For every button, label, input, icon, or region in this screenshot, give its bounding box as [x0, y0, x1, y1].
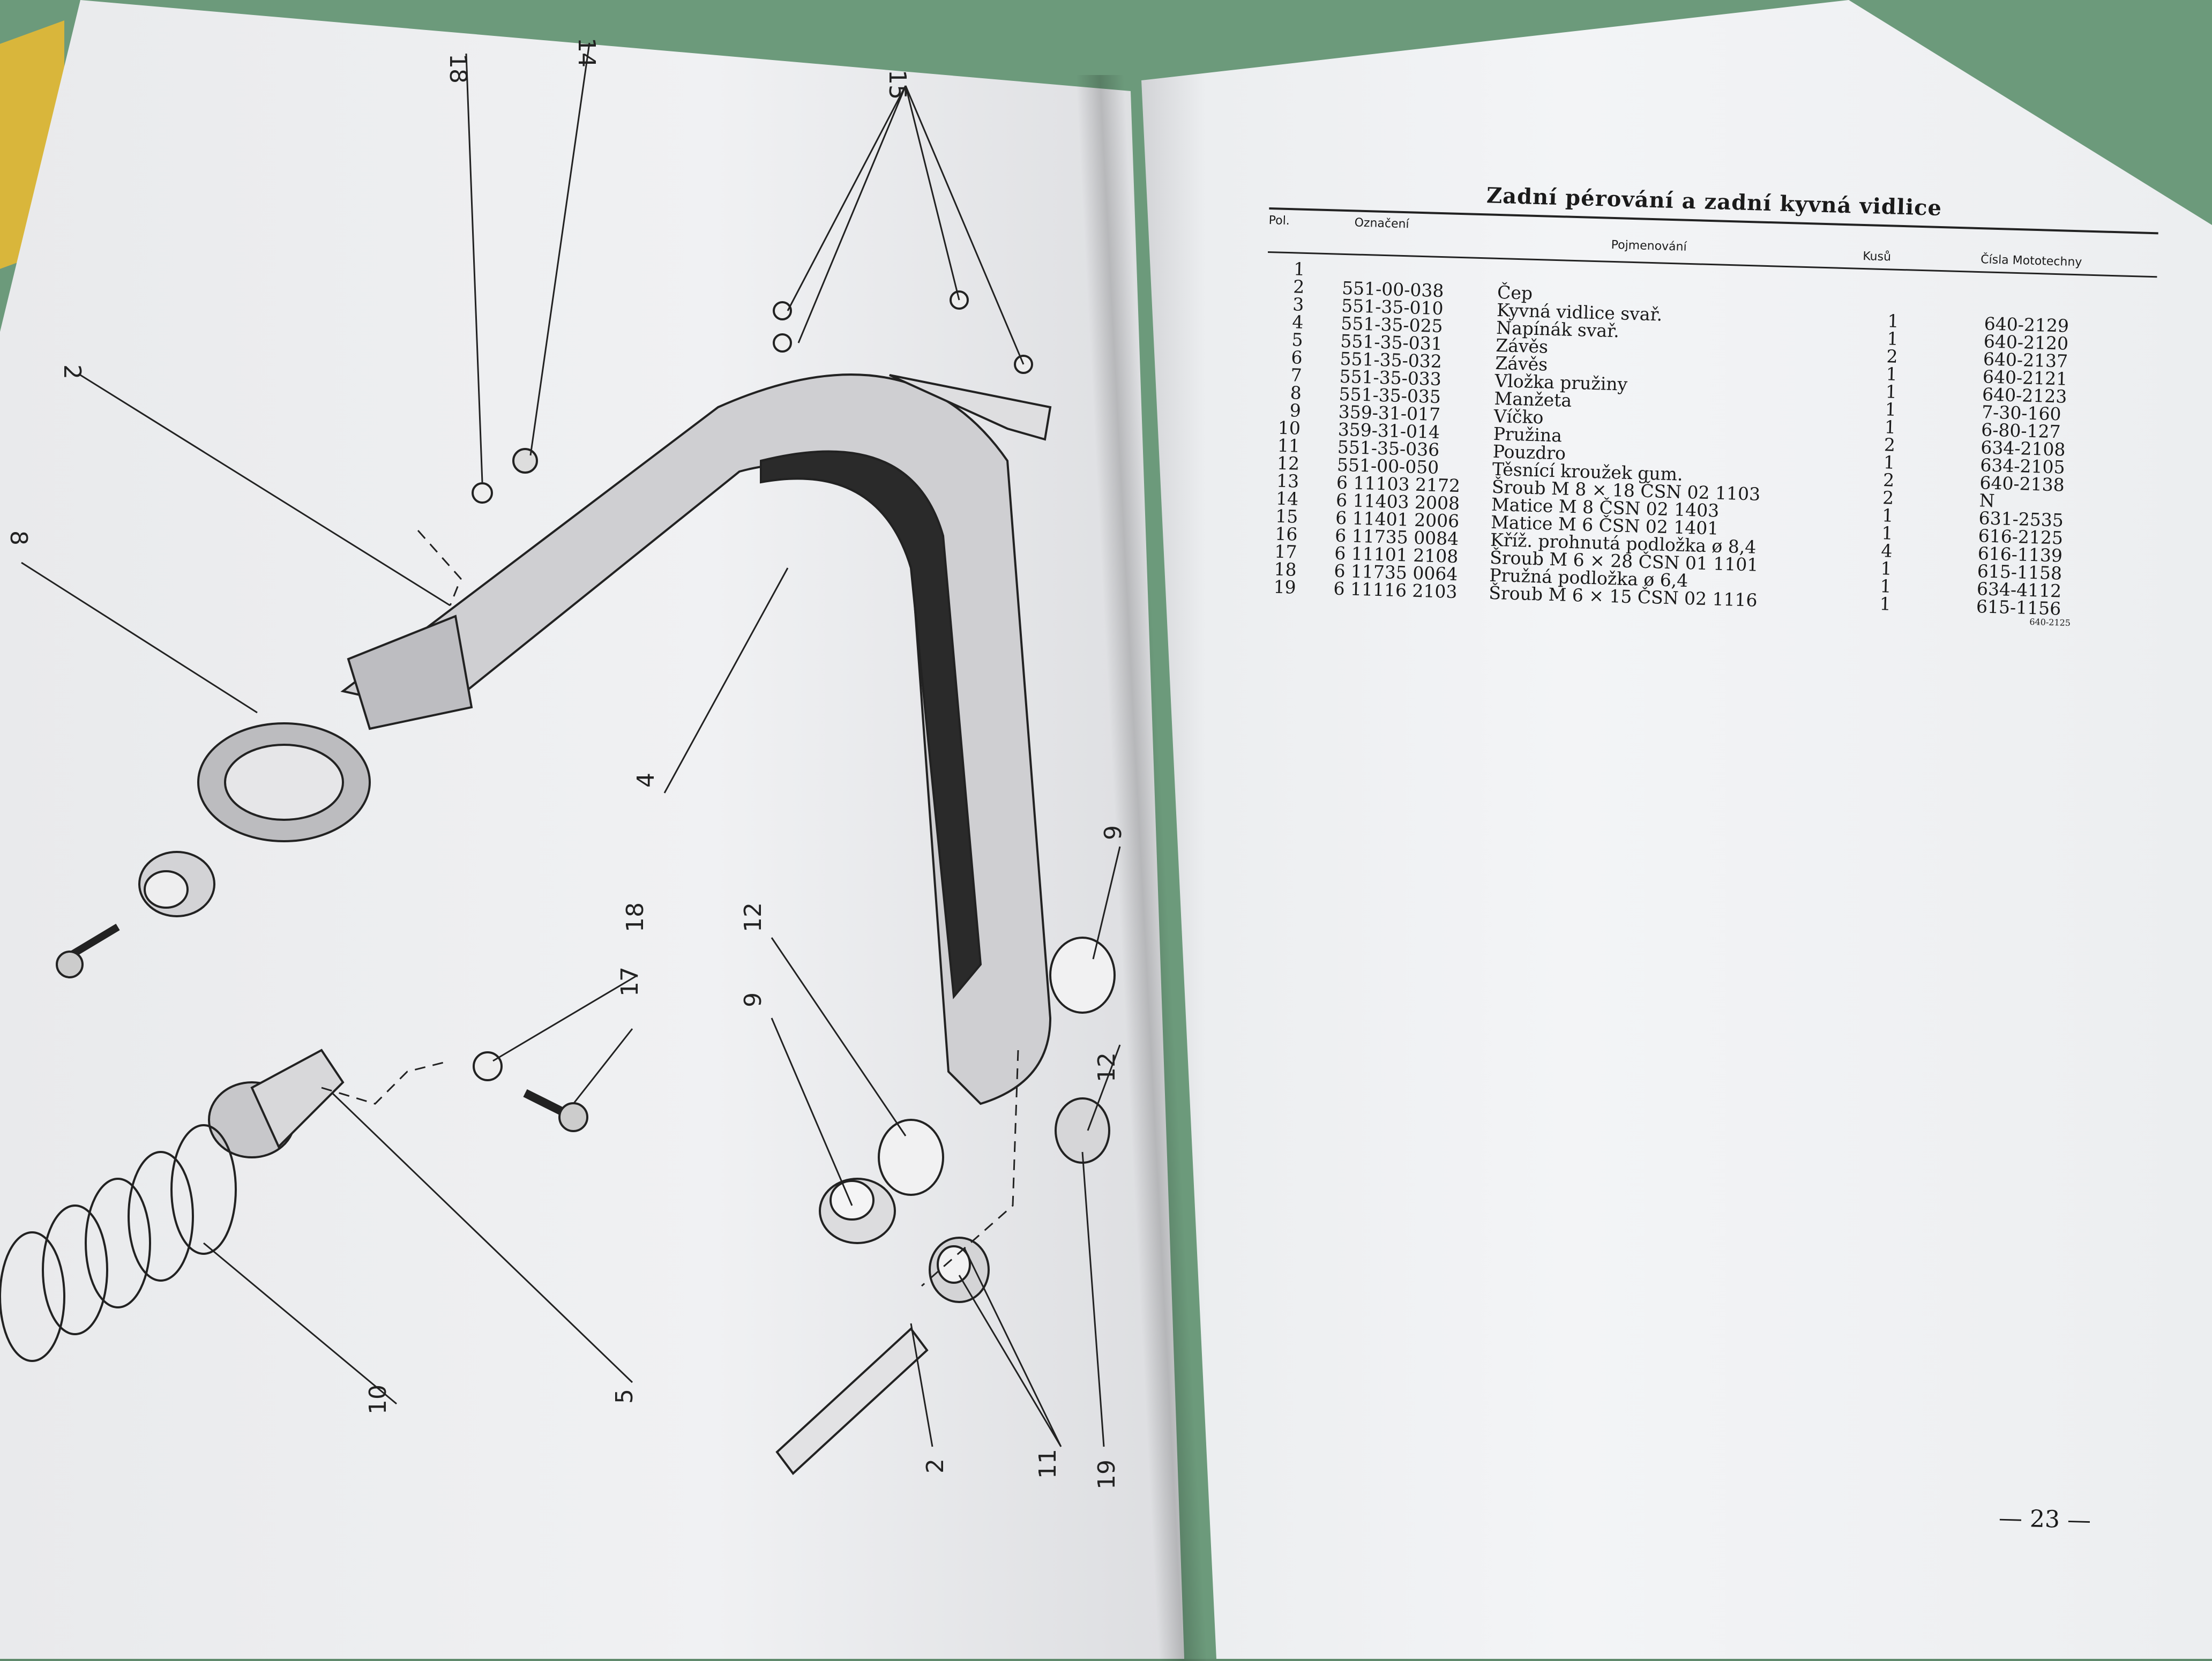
cell-pos: 9	[1289, 400, 1302, 421]
cell-qty: 1	[1886, 328, 1899, 349]
cell-qty: 1	[1881, 505, 1894, 526]
callout-17: 17	[616, 967, 644, 997]
callout-19: 19	[1093, 1460, 1120, 1490]
cell-qty: 2	[1882, 487, 1894, 508]
cell-pos: 12	[1276, 452, 1300, 474]
callout-11: 11	[1034, 1449, 1062, 1479]
cell-qty: 2	[1884, 434, 1896, 455]
coil-spring	[0, 1124, 237, 1362]
page-number: — 23 —	[1998, 1504, 2091, 1535]
cell-qty: 1	[1880, 558, 1893, 579]
callout-14: 14	[573, 38, 600, 68]
cell-qty: 4	[1880, 540, 1893, 562]
exploded-parts-diagram: 18 14 15 2 8 4 12 9 18 17 6 12 10 5 2 11…	[0, 38, 1125, 1490]
callout-15: 15	[884, 70, 911, 100]
header-code: Označení	[1354, 216, 1409, 231]
cell-qty: 1	[1881, 522, 1893, 544]
cell-qty: 2	[1886, 346, 1899, 367]
trailing-number: 640-2125	[2029, 616, 2071, 629]
cell-number: N	[1979, 490, 1996, 511]
cell-qty	[1884, 276, 1905, 277]
cell-qty: 1	[1886, 363, 1898, 385]
callout-18-mid: 18	[622, 902, 649, 932]
cell-pos: 2	[1292, 276, 1305, 297]
cell-pos: 13	[1276, 470, 1299, 492]
cell-qty: 1	[1883, 452, 1895, 473]
cell-qty: 1	[1880, 575, 1892, 597]
callout-2-bottom: 2	[922, 1458, 949, 1473]
callout-18-top: 18	[444, 54, 472, 84]
cell-pos: 10	[1277, 417, 1301, 439]
callout-4: 4	[632, 773, 660, 788]
cell-pos: 19	[1273, 576, 1297, 598]
cell-pos: 6	[1291, 347, 1303, 368]
cell-pos: 14	[1275, 488, 1299, 510]
callout-12-left: 12	[739, 902, 767, 932]
callout-5: 5	[611, 1389, 638, 1404]
callout-9: 9	[739, 992, 767, 1007]
cell-pos: 16	[1274, 523, 1298, 545]
header-qty: Kusů	[1862, 249, 1892, 264]
callout-2-top: 2	[58, 364, 86, 379]
right-page	[1141, 0, 2212, 1659]
cell-number: 615-1156	[1976, 596, 2061, 619]
cell-pos: 4	[1291, 311, 1304, 333]
cell-pos: 7	[1290, 364, 1303, 386]
callout-8: 8	[5, 530, 32, 545]
header-name: Pojmenování	[1611, 238, 1687, 254]
cell-qty: 1	[1885, 399, 1897, 420]
cell-pos: 15	[1275, 505, 1298, 527]
cell-pos: 5	[1291, 329, 1304, 350]
cell-qty	[1883, 294, 1904, 295]
cell-pos: 1	[1293, 258, 1305, 280]
cell-qty: 1	[1887, 310, 1899, 332]
cell-pos: 18	[1274, 558, 1297, 580]
callout-12-right: 12	[1093, 1052, 1120, 1082]
cell-qty: 1	[1884, 416, 1896, 438]
cell-pos: 17	[1274, 541, 1298, 563]
pivot-pin	[775, 1327, 929, 1475]
header-pos: Pol.	[1268, 213, 1290, 228]
cell-qty: 2	[1882, 469, 1895, 491]
cell-qty: 1	[1885, 381, 1897, 402]
callout-10: 10	[364, 1385, 392, 1415]
header-number: Čísla Mototechny	[1980, 253, 2082, 270]
parts-table: Zadní pérování a zadní kyvná vidlice Pol…	[1258, 177, 2159, 638]
cell-pos: 3	[1292, 294, 1304, 315]
cell-qty: 1	[1879, 593, 1892, 615]
callout-6: 6	[1098, 825, 1125, 840]
cell-pos: 8	[1290, 382, 1302, 403]
cell-pos: 11	[1277, 435, 1301, 457]
